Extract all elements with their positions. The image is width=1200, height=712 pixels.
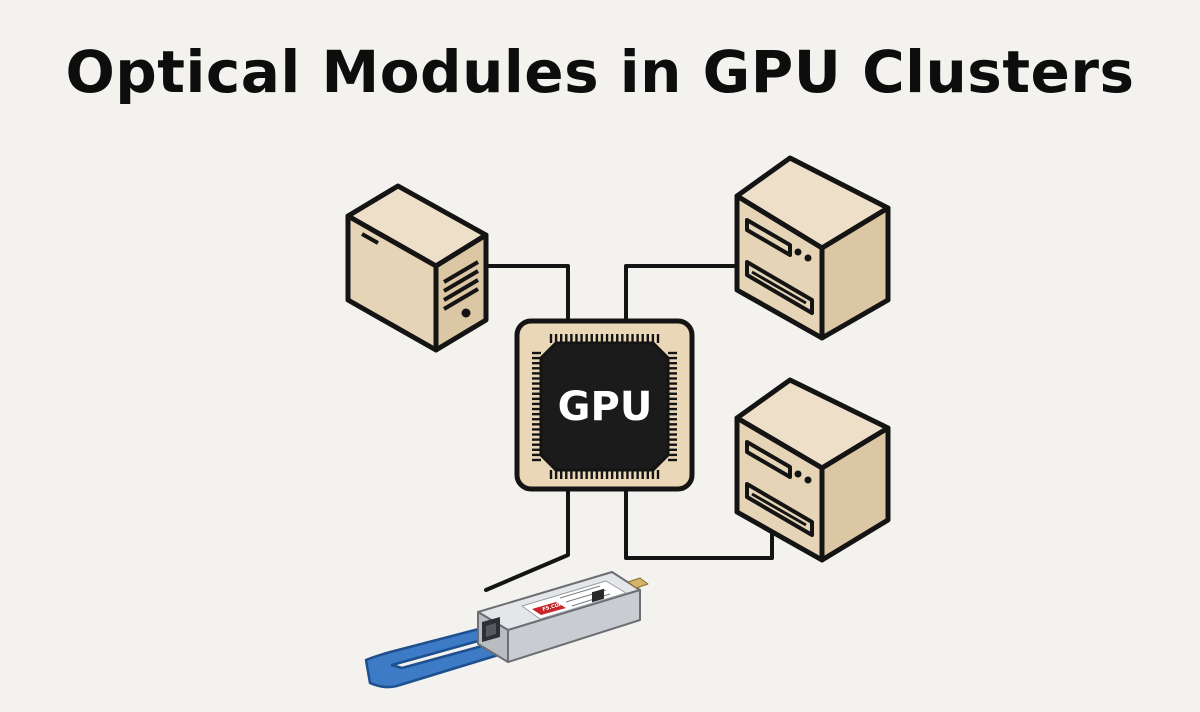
link-rack-bottom-to-gpu (624, 488, 774, 560)
link-gpu-to-module (484, 488, 570, 592)
gpu-chip-icon: GPU (514, 318, 695, 492)
page-title: Optical Modules in GPU Clusters (65, 38, 1135, 106)
link-tower-to-gpu (484, 264, 570, 324)
rack-server-icon-top (734, 155, 891, 341)
link-rack-top-to-gpu (624, 264, 738, 324)
tower-server-icon (345, 183, 489, 353)
qsfp-transceiver-icon: FS.COM (364, 571, 649, 689)
brand-strip (532, 602, 566, 615)
brand-text: FS.COM (542, 601, 565, 613)
gpu-label: GPU (558, 384, 653, 430)
qr-code (592, 588, 604, 603)
rack-server-icon-bottom (734, 377, 891, 563)
connection-lines (484, 264, 774, 592)
